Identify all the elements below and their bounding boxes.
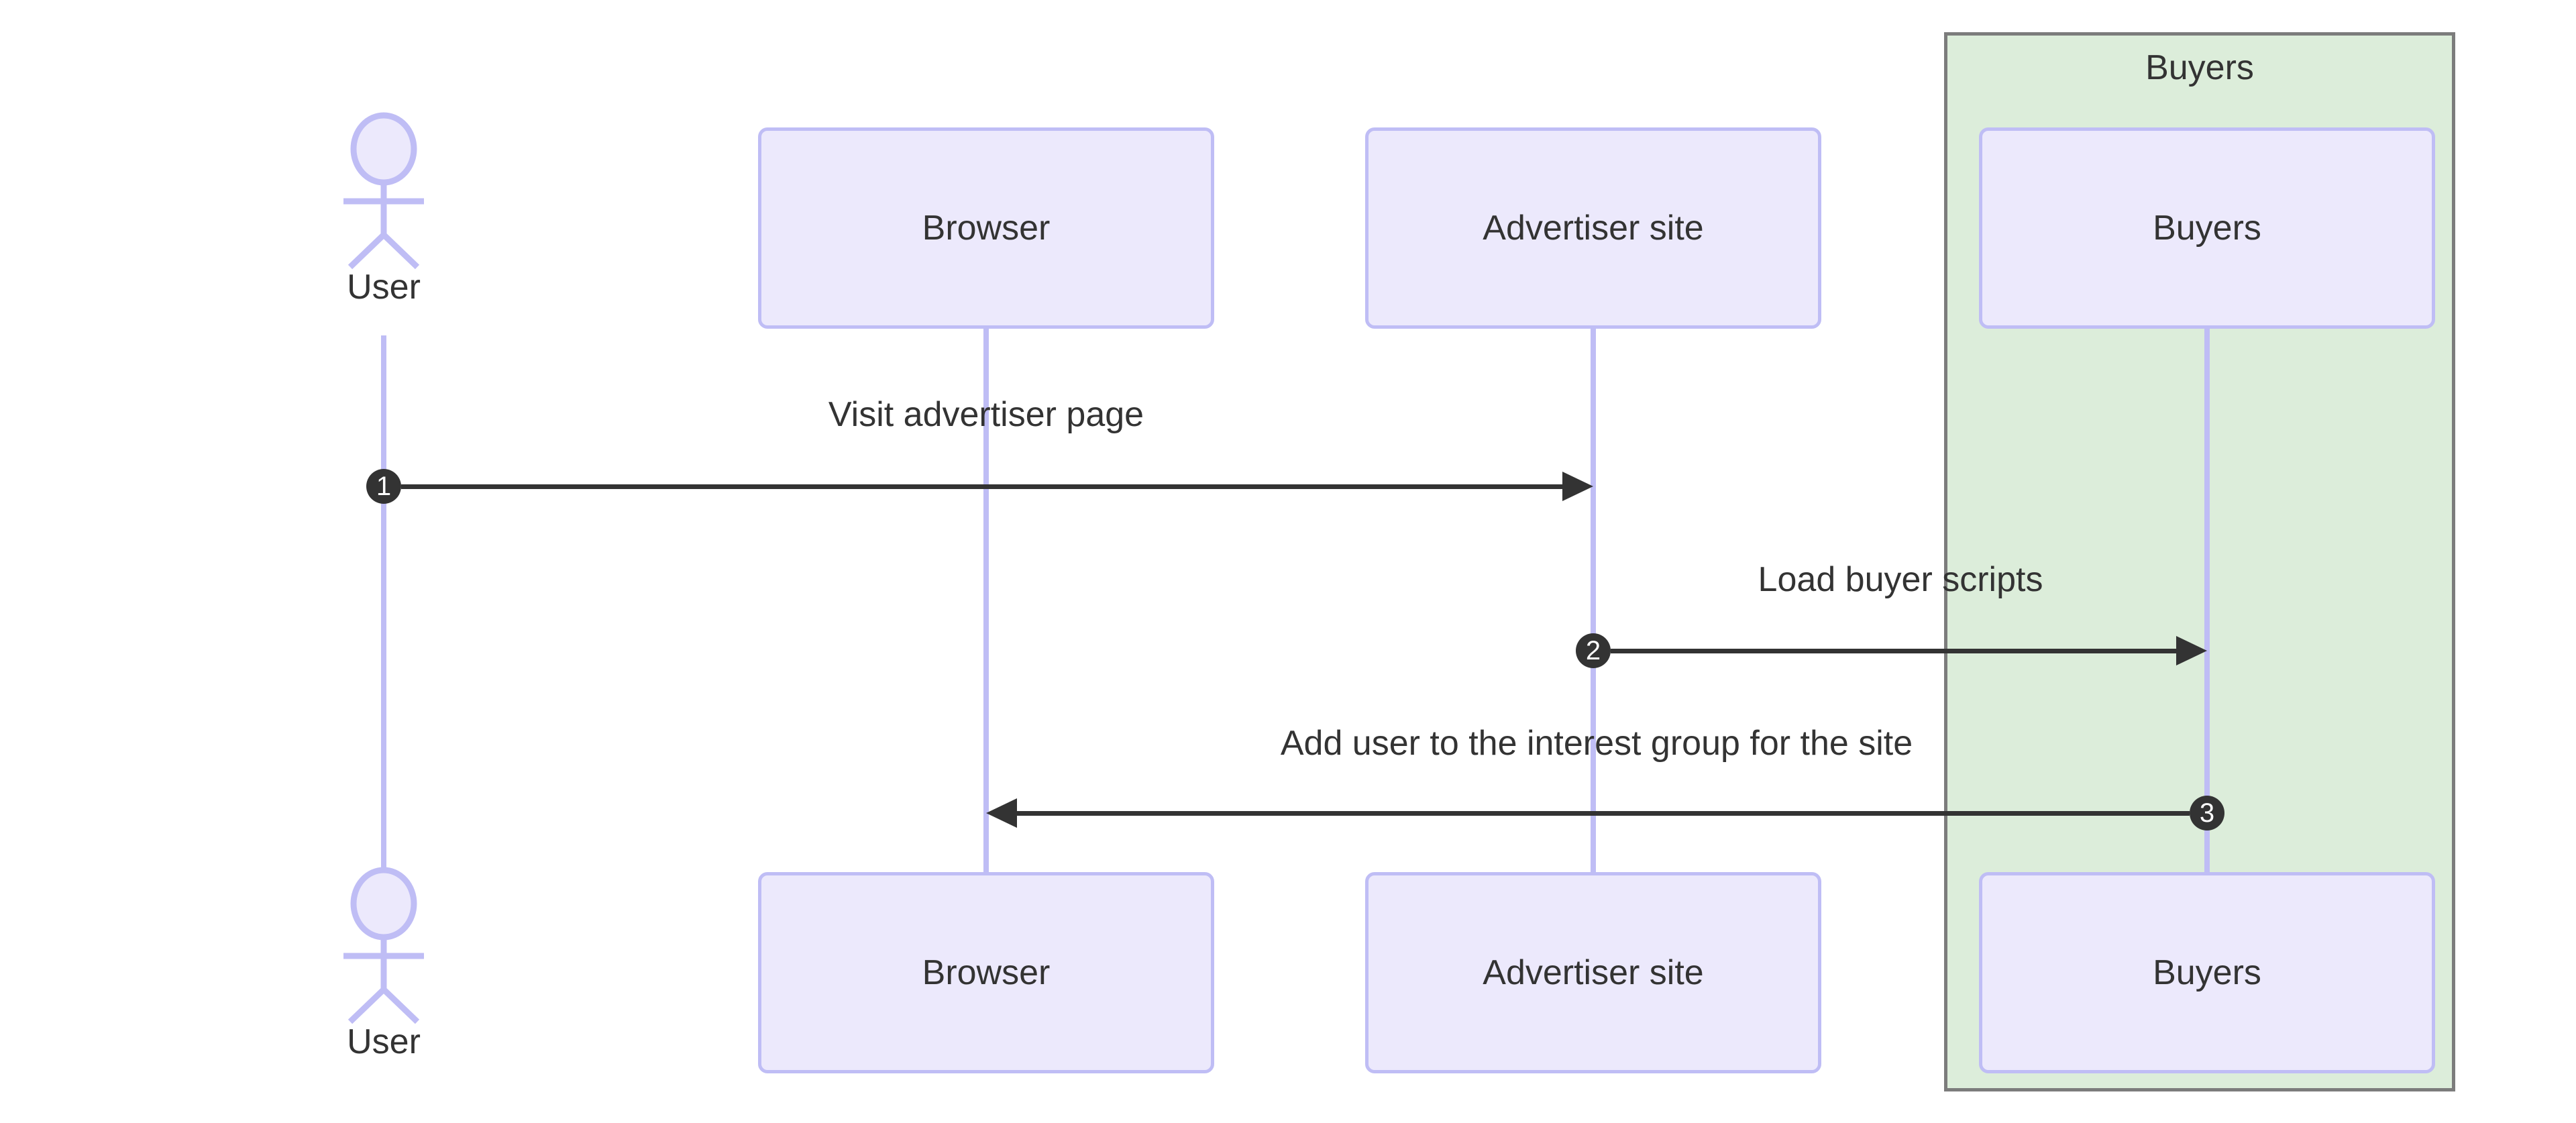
message-3-label: Add user to the interest group for the s…: [1280, 724, 1913, 763]
message-2-arrowhead-icon: [2176, 636, 2207, 665]
actor-user-top-label: User: [347, 268, 421, 307]
lifeline-browser: [983, 329, 989, 872]
message-3-sequence-badge: 3: [2190, 796, 2224, 831]
participant-browser-bottom-label: Browser: [922, 953, 1051, 992]
participant-buyers-top[interactable]: Buyers: [1979, 127, 2435, 329]
participant-buyers-top-label: Buyers: [2153, 209, 2261, 248]
message-2-sequence-badge: 2: [1576, 633, 1611, 668]
participant-browser-top[interactable]: Browser: [758, 127, 1214, 329]
group-buyers-label: Buyers: [2145, 48, 2254, 87]
participant-advertiser-site-bottom-label: Advertiser site: [1483, 953, 1704, 992]
participant-buyers-bottom[interactable]: Buyers: [1979, 872, 2435, 1073]
participant-advertiser-site-top[interactable]: Advertiser site: [1365, 127, 1821, 329]
actor-user-bottom-label: User: [347, 1022, 421, 1061]
participant-buyers-bottom-label: Buyers: [2153, 953, 2261, 992]
participant-advertiser-site-bottom[interactable]: Advertiser site: [1365, 872, 1821, 1073]
message-3-line: [1017, 810, 2190, 816]
actor-user-top: User: [330, 112, 437, 305]
message-2-label: Load buyer scripts: [1758, 560, 2043, 599]
participant-browser-top-label: Browser: [922, 209, 1051, 248]
message-3-arrowhead-icon: [986, 798, 1017, 828]
lifeline-buyers: [2204, 329, 2210, 872]
stick-figure-icon: [343, 112, 424, 270]
message-2-line: [1611, 648, 2176, 653]
message-1-arrowhead-icon: [1562, 472, 1593, 501]
message-1-sequence-badge: 1: [366, 469, 401, 504]
actor-user-bottom: User: [330, 867, 437, 1059]
participant-browser-bottom[interactable]: Browser: [758, 872, 1214, 1073]
lifeline-user: [381, 335, 386, 879]
participant-advertiser-site-top-label: Advertiser site: [1483, 209, 1704, 248]
message-1-label: Visit advertiser page: [828, 395, 1144, 434]
stick-figure-icon: [343, 867, 424, 1024]
message-1-line: [401, 484, 1562, 489]
lifeline-advertiser-site: [1591, 329, 1596, 872]
